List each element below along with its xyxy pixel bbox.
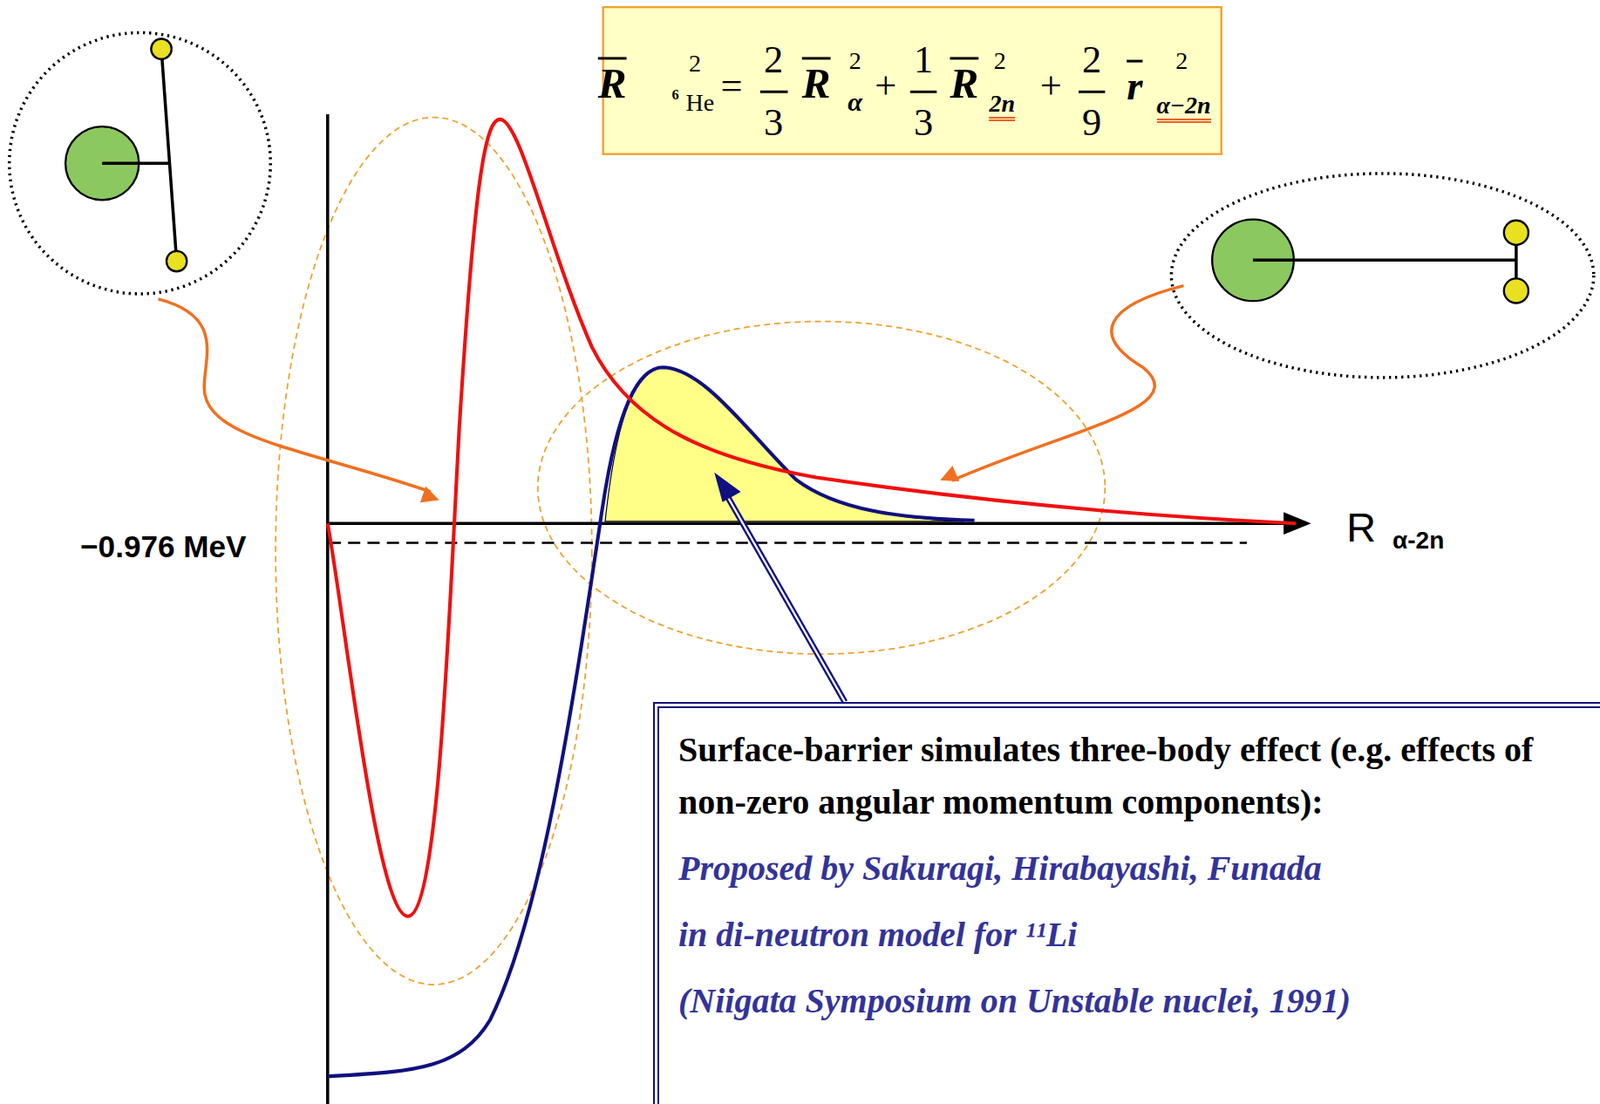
formula-term: α−2n [1156, 93, 1211, 123]
formula-term: = [721, 66, 743, 105]
x-axis [327, 521, 1292, 525]
formula-term: 6 [672, 88, 680, 103]
formula-term: 2 [1082, 40, 1102, 79]
formula-box: R6He2=23R2α+13R22n+29r2α−2n [603, 6, 1222, 155]
formula-term: 9 [1082, 102, 1102, 142]
formula-term: 3 [763, 102, 783, 142]
axis-label: R [1346, 507, 1376, 549]
pointer-arrow [158, 299, 431, 492]
formula-term: α [847, 88, 863, 116]
formula-term: 3 [913, 102, 933, 142]
formula-term: He [685, 90, 715, 116]
alpha-core [65, 126, 139, 200]
formula-term: 2n [988, 91, 1015, 122]
energy-label: −0.976 MeV [80, 531, 246, 563]
formula-term: R [598, 61, 627, 105]
formula-term: 2 [688, 51, 702, 76]
formula-term: R [950, 61, 980, 105]
callout-leader [714, 472, 845, 702]
formula-term: + [1040, 66, 1063, 105]
callout-reference: in di-neutron model for ¹¹Li [678, 908, 1549, 961]
neutron [166, 251, 187, 272]
formula-term: 1 [913, 40, 933, 79]
neutron [150, 38, 171, 59]
neutron [1504, 278, 1529, 303]
pointer-arrow [952, 285, 1185, 481]
neutron [1504, 220, 1529, 246]
formula-term: 2 [994, 48, 1007, 74]
formula-term: + [874, 66, 897, 105]
region-ellipse [537, 321, 1106, 654]
callout-box: Surface-barrier simulates three-body eff… [653, 701, 1600, 1104]
formula-term: R [802, 61, 831, 105]
barrier-fill [605, 367, 965, 522]
formula-term: 2 [1175, 48, 1188, 74]
energy-level [328, 541, 1247, 544]
config-circle [1171, 173, 1594, 378]
formula-term: 2 [763, 40, 783, 79]
config-circle [9, 32, 272, 294]
axis-subscript: α-2n [1392, 528, 1444, 553]
callout-heading: Surface-barrier simulates three-body eff… [678, 723, 1549, 829]
formula-term: r [1126, 65, 1143, 107]
formula-term: 2 [849, 48, 862, 74]
callout-reference: Proposed by Sakuragi, Hirabayashi, Funad… [678, 842, 1549, 895]
callout-reference: (Niigata Symposium on Unstable nuclei, 1… [678, 974, 1549, 1028]
y-axis [326, 114, 330, 1104]
formula-box-bg [603, 6, 1222, 154]
